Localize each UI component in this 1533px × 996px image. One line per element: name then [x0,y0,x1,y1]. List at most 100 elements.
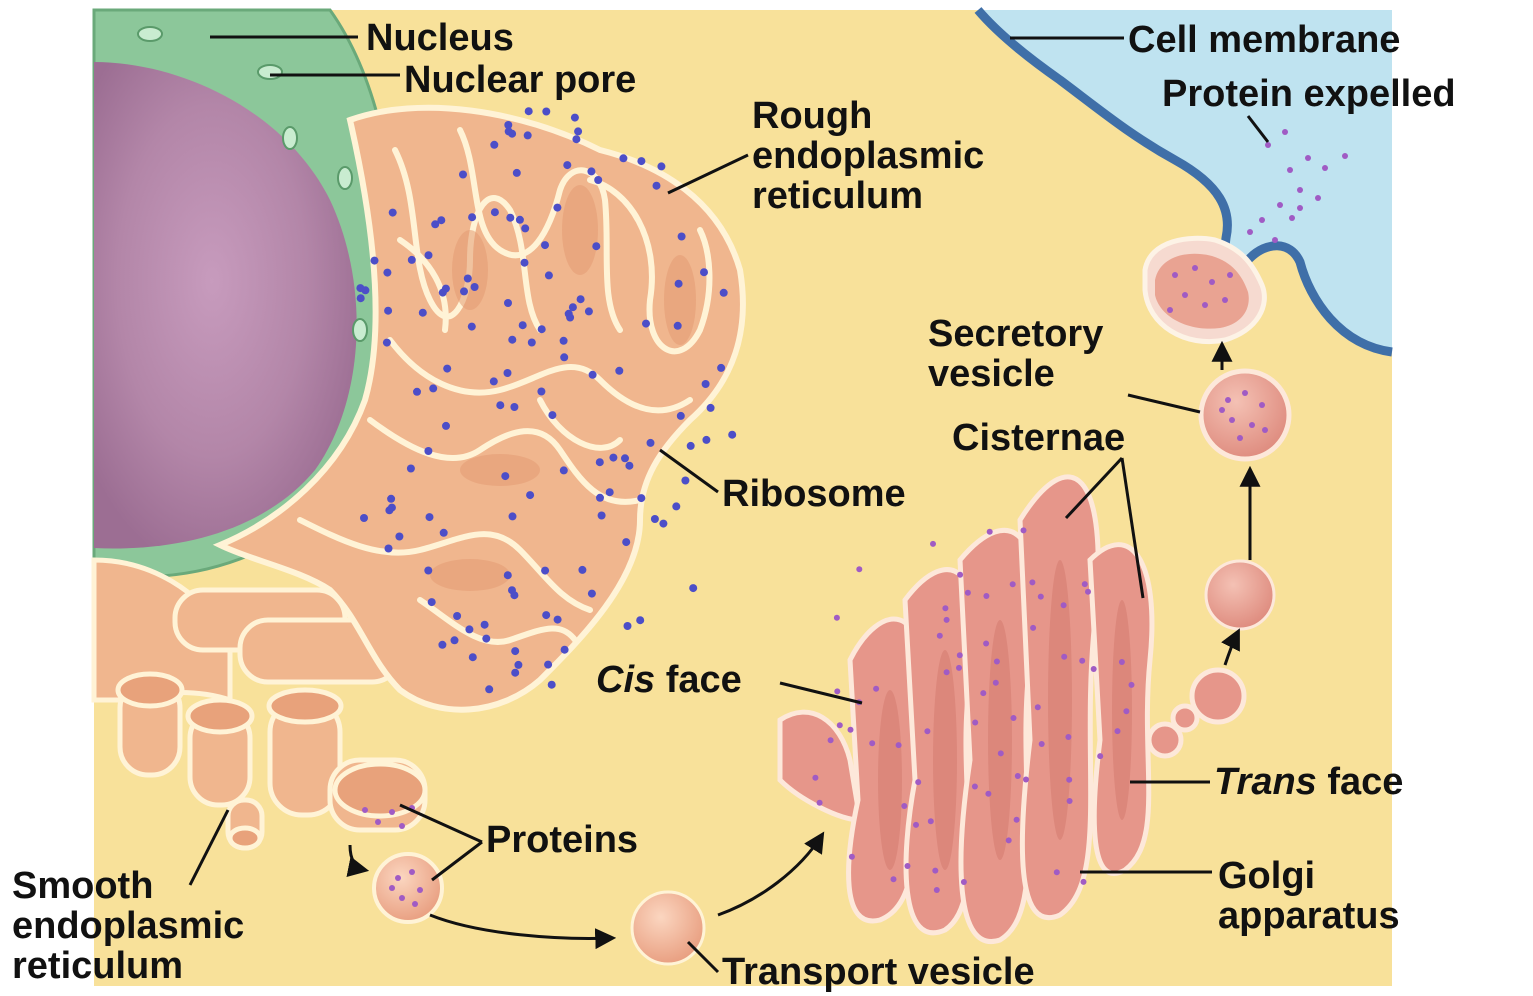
ribosome-dot [428,598,436,606]
label-rough-er-line3: reticulum [752,176,984,216]
label-smooth-er-line3: reticulum [12,946,244,986]
protein-dot [928,818,934,824]
label-nucleus: Nucleus [366,18,514,58]
ribosome-dot [560,337,568,345]
ribosome-dot [702,380,710,388]
ribosome-dot [383,339,391,347]
ribosome-dot [577,295,585,303]
ribosome-dot [387,495,395,503]
protein-dot [1085,589,1091,595]
ribosome-dot [395,533,403,541]
ribosome-dot [574,127,582,135]
ribosome-dot [514,661,522,669]
ribosome-dot [677,412,685,420]
ribosome-dot [468,213,476,221]
label-golgi-line1: Golgi [1218,856,1400,896]
ribosome-dot [578,566,586,574]
protein-dot [913,822,919,828]
protein-dot [1067,798,1073,804]
ribosome-dot [513,169,521,177]
ribosome-dot [525,107,533,115]
ribosome-dot [521,259,529,267]
ribosome-dot [674,322,682,330]
label-golgi-line2: apparatus [1218,896,1400,936]
ribosome-dot [524,131,532,139]
ribosome-dot [490,141,498,149]
ribosome-dot [440,529,448,537]
ribosome-dot [464,275,472,283]
label-rough-er-line2: endoplasmic [752,136,984,176]
ribosome-dot [642,320,650,328]
ribosome-dot [707,404,715,412]
ribosome-dot [442,422,450,430]
label-protein-expelled: Protein expelled [1162,74,1456,114]
protein-dot [1011,715,1017,721]
ribosome-dot [657,162,665,170]
secretory-vesicle [1201,371,1289,459]
protein-dot [993,680,999,686]
ribosome-dot [700,268,708,276]
label-cis-face-rest: face [666,659,742,701]
label-secretory-line2: vesicle [928,354,1103,394]
ribosome-dot [594,176,602,184]
protein-dot [942,605,948,611]
ribosome-dot [356,284,364,292]
ribosome-dot [541,567,549,575]
protein-dot [987,529,993,535]
ribosome-dot [651,515,659,523]
protein-dot [901,803,907,809]
protein-dot [828,737,834,743]
protein-dot [957,572,963,578]
ribosome-dot [569,303,577,311]
protein-dot [961,879,967,885]
ribosome-dot [653,182,661,190]
ribosome-dot [587,167,595,175]
ribosome-dot [689,584,697,592]
ribosome-dot [621,454,629,462]
protein-dot [891,876,897,882]
ribosome-dot [443,365,451,373]
ribosome-dot [407,465,415,473]
ribosome-dot [389,209,397,217]
protein-dot [1082,581,1088,587]
protein-dot [834,688,840,694]
protein-dot [1006,837,1012,843]
protein-dot [1079,658,1085,664]
protein-dot [1066,777,1072,783]
protein-dot [930,541,936,547]
label-cell-membrane: Cell membrane [1128,20,1400,60]
ribosome-dot [388,504,396,512]
ribosome-dot [675,280,683,288]
budding-vesicle [374,854,442,922]
ribosome-dot [687,442,695,450]
protein-dot [985,791,991,797]
ribosome-dot [606,488,614,496]
ribosome-dot [357,294,365,302]
transport-vesicle [632,892,704,964]
ribosome-dot [542,108,550,116]
label-transport-vesicle: Transport vesicle [722,952,1035,992]
ribosome-dot [481,621,489,629]
ribosome-dot [544,661,552,669]
ribosome-dot [521,224,529,232]
protein-dot [1014,817,1020,823]
protein-dot [1061,602,1067,608]
protein-dot [869,740,875,746]
ribosome-dot [490,377,498,385]
protein-dot [837,722,843,728]
ribosome-dot [625,462,633,470]
protein-dot [957,652,963,658]
ribosome-dot [468,323,476,331]
label-ribosome: Ribosome [722,474,906,514]
label-secretory-line1: Secretory [928,314,1103,354]
ribosome-dot [491,208,499,216]
protein-dot [983,641,989,647]
protein-dot [1129,682,1135,688]
ribosome-dot [384,307,392,315]
ribosome-dot [542,611,550,619]
ribosome-dot [526,491,534,499]
label-rough-er: Rough endoplasmic reticulum [752,96,984,216]
ribosome-dot [624,622,632,630]
ribosome-dot [672,502,680,510]
